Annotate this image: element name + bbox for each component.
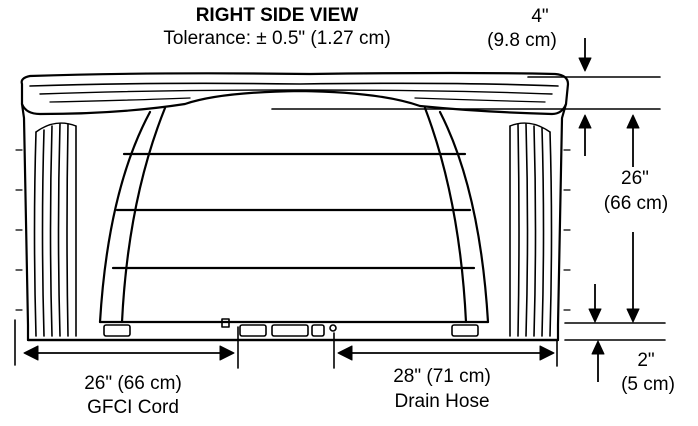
front-arch-panel: [98, 106, 490, 324]
base-fittings: [103, 318, 479, 337]
spa-cabinet: [20, 102, 568, 342]
base-cm-label: (5 cm): [621, 374, 675, 395]
drain-hose-length-label: 28" (71 cm): [393, 366, 491, 387]
diagram-title: RIGHT SIDE VIEW: [195, 5, 359, 26]
top-edge-inches-label: 4": [531, 6, 549, 27]
right-side-ribs: [509, 122, 571, 337]
top-edge-cm-label: (9.8 cm): [487, 30, 557, 51]
tolerance-note: Tolerance: ± 0.5" (1.27 cm): [163, 28, 391, 49]
height-cm-label: (66 cm): [603, 193, 669, 214]
gfci-cord-length-label: 26" (66 cm): [84, 373, 182, 394]
spa-top-rim: [20, 71, 570, 116]
height-inches-label: 26": [621, 168, 649, 189]
gfci-cord-label: GFCI Cord: [87, 397, 179, 418]
dimension-lines: [14, 76, 666, 369]
left-side-ribs: [15, 122, 77, 337]
base-inches-label: 2": [637, 350, 655, 371]
drain-hose-label: Drain Hose: [394, 391, 490, 412]
dimension-arrows: [23, 38, 640, 382]
